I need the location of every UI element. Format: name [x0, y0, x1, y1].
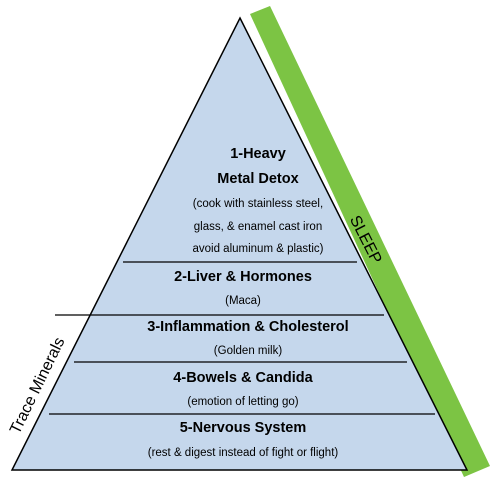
- tier-1-title-line-1: 1-Heavy: [230, 146, 286, 162]
- tier-1-title-line-2: Metal Detox: [217, 171, 298, 187]
- tier-3-title: 3-Inflammation & Cholesterol: [147, 319, 348, 335]
- tier-1-note-line-1: (cook with stainless steel,: [193, 198, 323, 210]
- tier-2-title: 2-Liver & Hormones: [174, 269, 312, 285]
- tier-5-title: 5-Nervous System: [180, 420, 307, 436]
- pyramid-body: [10, 16, 469, 471]
- tier-5: 5-Nervous System (rest & digest instead …: [148, 420, 339, 459]
- tier-4: 4-Bowels & Candida (emotion of letting g…: [173, 370, 313, 408]
- tier-4-title: 4-Bowels & Candida: [173, 370, 313, 386]
- tier-3-note: (Golden milk): [214, 345, 283, 357]
- tier-3: 3-Inflammation & Cholesterol (Golden mil…: [147, 319, 348, 357]
- tier-2-note: (Maca): [225, 295, 261, 307]
- tier-4-note: (emotion of letting go): [187, 396, 298, 408]
- sleep-bar: [250, 6, 490, 477]
- tier-1: 1-Heavy Metal Detox (cook with stainless…: [192, 146, 323, 255]
- tier-1-note-line-3: avoid aluminum & plastic): [192, 243, 323, 255]
- tier-2: 2-Liver & Hormones (Maca): [174, 269, 312, 307]
- tier-5-note: (rest & digest instead of fight or fligh…: [148, 447, 339, 459]
- tier-1-note-line-2: glass, & enamel cast iron: [194, 221, 322, 233]
